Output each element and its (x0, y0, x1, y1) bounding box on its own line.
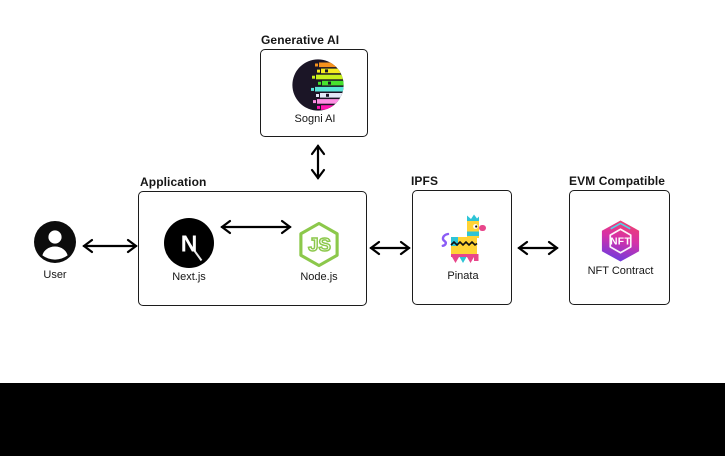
arrow-ipfs-evm (517, 240, 559, 256)
nodejs-logo-letters: JS (308, 234, 331, 255)
nextjs-label: Next.js (172, 271, 206, 283)
arrow-application-ipfs (369, 240, 411, 256)
sogni-ai-logo (292, 59, 344, 111)
nft-contract-logo: NFT (601, 220, 640, 262)
nodejs-label: Node.js (300, 271, 338, 283)
pinata-label: Pinata (447, 270, 479, 282)
user-label: User (43, 269, 67, 281)
arrow-application-generative-ai (310, 144, 326, 180)
footer-bar (0, 383, 725, 456)
nextjs-logo: N (164, 218, 214, 268)
sogni-ai-label: Sogni AI (294, 113, 336, 125)
group-box-evm: NFT NFT Contract (569, 190, 670, 305)
group-label-ipfs: IPFS (411, 174, 439, 188)
nodejs-logo: JS (299, 221, 339, 268)
group-box-generative-ai: Sogni AI (260, 49, 368, 137)
arrow-user-application (82, 238, 138, 254)
nft-logo-letters: NFT (610, 237, 631, 248)
group-box-application: N Next.js JS Node.js (138, 191, 367, 306)
user-icon (34, 221, 76, 263)
group-label-evm: EVM Compatible (569, 174, 666, 188)
nft-contract-label: NFT Contract (587, 265, 654, 277)
group-label-generative-ai: Generative AI (261, 33, 340, 47)
pinata-logo (441, 214, 486, 263)
group-box-ipfs: Pinata (412, 190, 512, 305)
group-label-application: Application (140, 175, 207, 189)
